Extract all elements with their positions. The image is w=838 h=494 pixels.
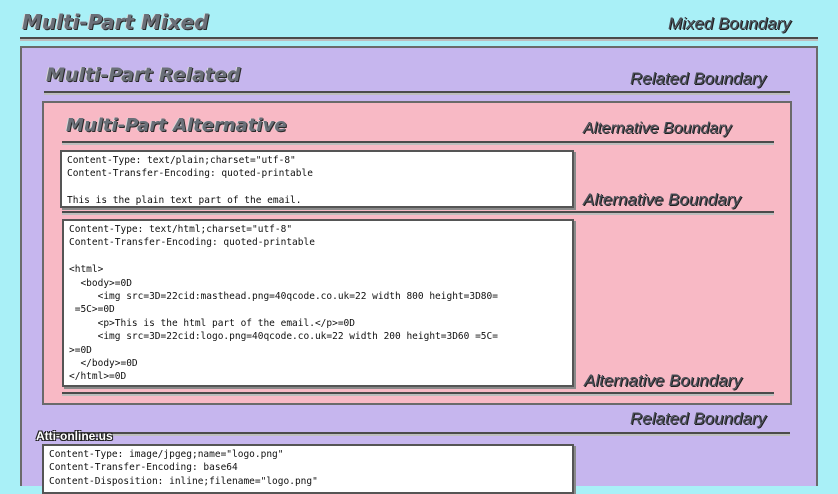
html-line: <img src=3D=22cid:masthead.png=40qcode.c… bbox=[69, 290, 498, 302]
image-line: Content-Disposition: inline;filename="lo… bbox=[49, 475, 318, 487]
alternative-boundary-top-label: Alternative Boundary bbox=[583, 120, 732, 137]
alternative-title: Multi-Part Alternative bbox=[66, 115, 287, 136]
image-line: Content-Type: image/jpgeg;name="logo.png… bbox=[49, 449, 284, 460]
mixed-boundary-label: Mixed Boundary bbox=[668, 14, 791, 33]
related-boundary-top-line bbox=[44, 91, 790, 93]
plain-line: This is the plain text part of the email… bbox=[67, 195, 302, 207]
alternative-boundary-end-line bbox=[62, 392, 774, 394]
related-title: Multi-Part Related bbox=[46, 64, 241, 86]
image-part: Content-Type: image/jpgeg;name="logo.png… bbox=[42, 444, 574, 494]
plain-line bbox=[67, 181, 567, 194]
html-line: <body>=0D bbox=[69, 277, 132, 289]
html-line: Content-Transfer-Encoding: quoted-printa… bbox=[69, 237, 315, 249]
html-part: Content-Type: text/html;charset="utf-8" … bbox=[62, 219, 574, 387]
html-line: <p>This is the html part of the email.</… bbox=[69, 317, 355, 329]
html-line: </html>=0D bbox=[69, 371, 127, 383]
mime-structure-diagram: { "mixed": { "title": "Multi-Part Mixed"… bbox=[20, 10, 818, 494]
mixed-boundary-line bbox=[20, 37, 818, 39]
alternative-boundary-mid-label: Alternative Boundary bbox=[583, 190, 741, 209]
html-line bbox=[69, 250, 567, 263]
plain-line: Content-Type: text/plain;charset="utf-8" bbox=[67, 155, 296, 166]
html-line: </body>=0D bbox=[69, 357, 138, 369]
html-line: <html> bbox=[69, 264, 104, 276]
related-boundary-bottom-line bbox=[44, 432, 790, 434]
related-boundary-top-label: Related Boundary bbox=[630, 69, 767, 88]
html-line: >=0D bbox=[69, 344, 92, 356]
plain-line: Content-Transfer-Encoding: quoted-printa… bbox=[67, 168, 313, 180]
related-boundary-bottom-label: Related Boundary bbox=[630, 409, 767, 428]
watermark-text: Atti-online.us bbox=[36, 429, 113, 443]
image-line: Content-Transfer-Encoding: base64 bbox=[49, 462, 238, 474]
html-line: <img src=3D=22cid:logo.png=40qcode.co.uk… bbox=[69, 331, 498, 343]
plain-text-part: Content-Type: text/plain;charset="utf-8"… bbox=[60, 150, 574, 208]
html-line: Content-Type: text/html;charset="utf-8" bbox=[69, 224, 293, 235]
html-line: =5C>=0D bbox=[69, 304, 115, 316]
alternative-boundary-mid-line bbox=[62, 211, 774, 213]
mixed-title: Multi-Part Mixed bbox=[22, 10, 209, 34]
alternative-boundary-top-line bbox=[62, 141, 774, 143]
alternative-boundary-end-label: Alternative Boundary bbox=[584, 371, 742, 390]
